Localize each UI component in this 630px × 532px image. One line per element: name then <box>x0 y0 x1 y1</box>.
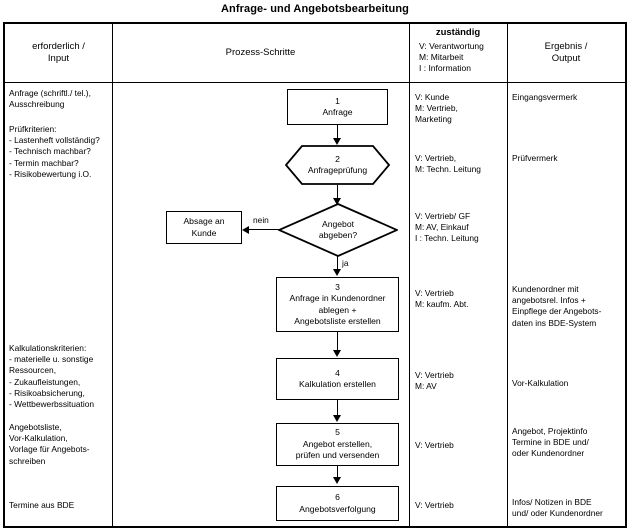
connector-2-to-decision <box>337 185 338 199</box>
header-responsible-legend-m: M: Mitarbeit <box>419 51 464 62</box>
process-step-3-number: 3 <box>335 281 340 292</box>
process-step-3-label: Anfrage in Kundenordner ablegen + Angebo… <box>289 293 386 326</box>
responsible-step-2: V: Vertrieb, M: Techn. Leitung <box>415 153 481 175</box>
connector-1-to-2 <box>337 125 338 139</box>
input-block-kalkulationskriterien: Kalkulationskriterien: - materielle u. s… <box>9 343 95 410</box>
input-block-pruefkriterien: Prüfkriterien: - Lastenheft vollständig?… <box>9 124 100 179</box>
input-block-angebotsliste: Angebotsliste, Vor-Kalkulation, Vorlage … <box>9 422 90 466</box>
process-step-6[interactable]: 6 Angebotsverfolgung <box>276 486 399 521</box>
header-output: Ergebnis / Output <box>544 40 588 65</box>
responsible-step-5: V: Vertrieb <box>415 440 454 450</box>
edge-label-ja: ja <box>342 258 349 268</box>
output-step-4: Vor-Kalkulation <box>512 378 569 388</box>
process-step-4[interactable]: 4 Kalkulation erstellen <box>276 358 399 400</box>
input-block-anfrage: Anfrage (schriftl./ tel.), Ausschreibung <box>9 88 91 110</box>
input-block-termine: Termine aus BDE <box>9 500 75 510</box>
header-row-divider <box>5 82 625 83</box>
page-title: Anfrage- und Angebotsbearbeitung <box>221 3 409 15</box>
terminator-label: Absage an Kunde <box>183 216 225 238</box>
process-step-3[interactable]: 3 Anfrage in Kundenordner ablegen + Ange… <box>276 277 399 332</box>
process-step-5-number: 5 <box>335 427 340 438</box>
header-process: Prozess-Schritte <box>225 46 296 58</box>
arrowhead-1-to-2 <box>333 138 341 145</box>
connector-decision-to-3 <box>337 256 338 270</box>
header-input: erforderlich / Input <box>32 40 85 65</box>
process-step-1[interactable]: 1 Anfrage <box>287 89 388 125</box>
diamond-shape <box>278 203 398 257</box>
header-responsible-legend-v: V: Verantwortung <box>419 40 484 51</box>
responsible-step-6: V: Vertrieb <box>415 500 454 510</box>
output-step-3: Kundenordner mit angebotsrel. Infos + Ei… <box>512 284 602 328</box>
process-step-6-label: Angebotsverfolgung <box>299 503 376 514</box>
header-responsible-title: zuständig <box>435 27 481 38</box>
arrowhead-3-to-4 <box>333 350 341 357</box>
connector-4-to-5 <box>337 400 338 416</box>
process-step-5-label: Angebot erstellen, prüfen und versenden <box>295 438 380 461</box>
connector-decision-to-absage <box>249 229 279 230</box>
output-step-6: Infos/ Notizen in BDE und/ oder Kundenor… <box>512 497 603 519</box>
hexagon-shape <box>285 145 390 185</box>
process-step-6-number: 6 <box>335 492 340 503</box>
decision-text: Angebot abgeben? <box>278 203 398 257</box>
output-step-2: Prüfvermerk <box>512 153 558 163</box>
output-step-5: Angebot, Projektinfo Termine in BDE und/… <box>512 426 589 459</box>
connector-5-to-6 <box>337 466 338 478</box>
arrowhead-4-to-5 <box>333 415 341 422</box>
arrowhead-decision-to-3 <box>333 269 341 276</box>
arrowhead-decision-to-absage <box>242 226 249 234</box>
column-divider-1 <box>112 24 113 526</box>
arrowhead-2-to-decision <box>333 198 341 205</box>
process-step-2-number: 2 <box>335 153 340 164</box>
decision-angebot-abgeben[interactable]: Angebot abgeben? <box>278 203 398 257</box>
process-step-4-number: 4 <box>335 367 340 378</box>
decision-label: Angebot abgeben? <box>318 218 358 240</box>
process-step-4-label: Kalkulation erstellen <box>299 379 376 389</box>
process-step-2[interactable]: 2 Anfrageprüfung <box>285 145 390 185</box>
process-step-5[interactable]: 5 Angebot erstellen, prüfen und versende… <box>276 423 399 466</box>
header-responsible: zuständig V: Verantwortung M: Mitarbeit … <box>409 24 507 82</box>
arrowhead-5-to-6 <box>333 477 341 484</box>
header-responsible-legend-i: I : Information <box>419 62 471 73</box>
terminator-absage-an-kunde[interactable]: Absage an Kunde <box>166 211 242 244</box>
responsible-step-4: V: Vertrieb M: AV <box>415 370 454 392</box>
responsible-step-1: V: Kunde M: Vertrieb, Marketing <box>415 92 458 125</box>
process-step-2-label: Anfrageprüfung <box>307 165 368 175</box>
responsible-decision: V: Vertrieb/ GF M: AV, Einkauf I : Techn… <box>415 211 479 244</box>
column-divider-2 <box>409 24 410 526</box>
process-step-1-number: 1 <box>335 95 340 106</box>
connector-3-to-4 <box>337 332 338 351</box>
responsible-step-3: V: Vertrieb M: kaufm. Abt. <box>415 288 469 310</box>
output-step-1: Eingangsvermerk <box>512 92 578 102</box>
process-step-1-label: Anfrage <box>322 107 353 117</box>
process-table: erforderlich / Input Prozess-Schritte zu… <box>3 22 627 528</box>
edge-label-nein: nein <box>253 215 269 225</box>
process-step-2-text: 2 Anfrageprüfung <box>285 145 390 185</box>
column-divider-3 <box>507 24 508 526</box>
